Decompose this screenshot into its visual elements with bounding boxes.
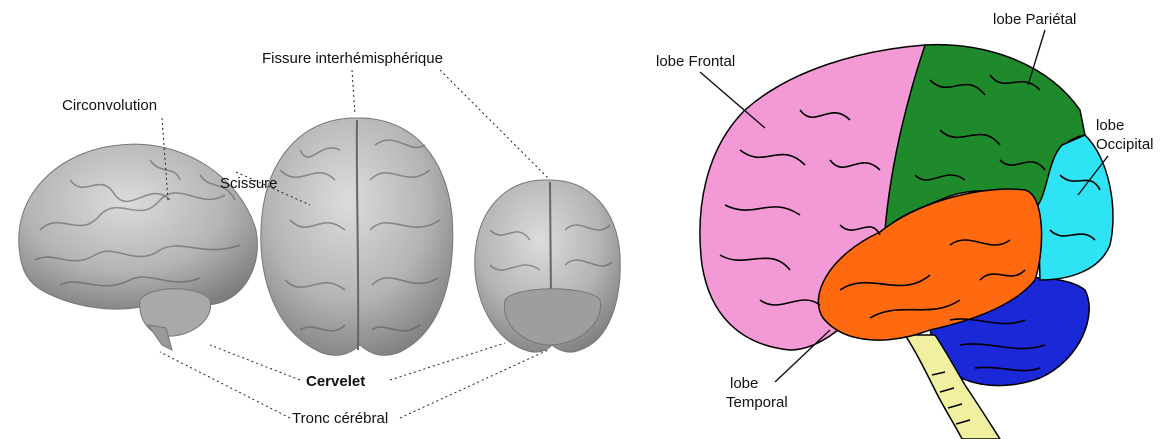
label-cervelet: Cervelet (306, 373, 365, 390)
label-lobe-occipital-line2: Occipital (1096, 136, 1154, 153)
label-lobe-frontal: lobe Frontal (656, 53, 735, 70)
label-lobe-occipital-line1: lobe (1096, 117, 1124, 134)
label-lobe-temporal-line2: Temporal (726, 394, 788, 411)
back-brain-view (475, 180, 620, 352)
lobes-diagram (700, 45, 1113, 439)
top-brain-view (261, 118, 453, 355)
label-lobe-temporal-line1: lobe (730, 375, 758, 392)
label-lobe-parietal: lobe Pariétal (993, 11, 1076, 28)
label-tronc-cerebral: Tronc cérébral (292, 410, 388, 427)
label-scissure: Scissure (220, 175, 278, 192)
label-circonvolution: Circonvolution (62, 97, 157, 114)
label-fissure-interhemispherique: Fissure interhémisphérique (262, 50, 443, 67)
